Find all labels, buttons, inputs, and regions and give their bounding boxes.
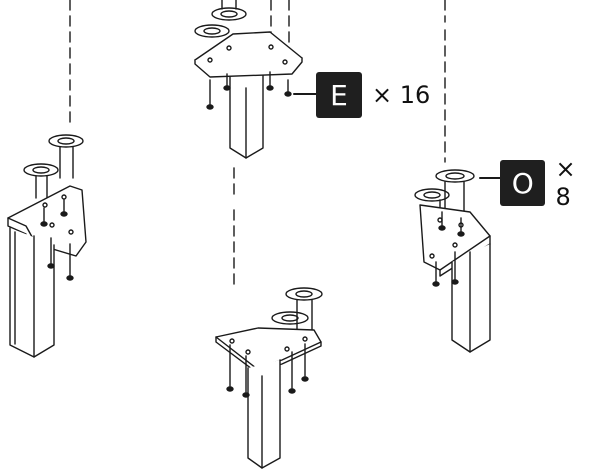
leg-right	[414, 29, 491, 353]
part-label-o: O × 8	[500, 155, 598, 211]
part-quantity-e: × 16	[372, 81, 431, 109]
part-badge-e: E	[316, 72, 362, 118]
part-label-e: E × 16	[316, 72, 430, 118]
part-quantity-o: × 8	[555, 155, 576, 211]
leg-top-center	[194, 0, 446, 291]
part-badge-o: O	[500, 160, 546, 206]
leg-left	[7, 0, 87, 358]
leg-bottom-center	[215, 287, 323, 469]
